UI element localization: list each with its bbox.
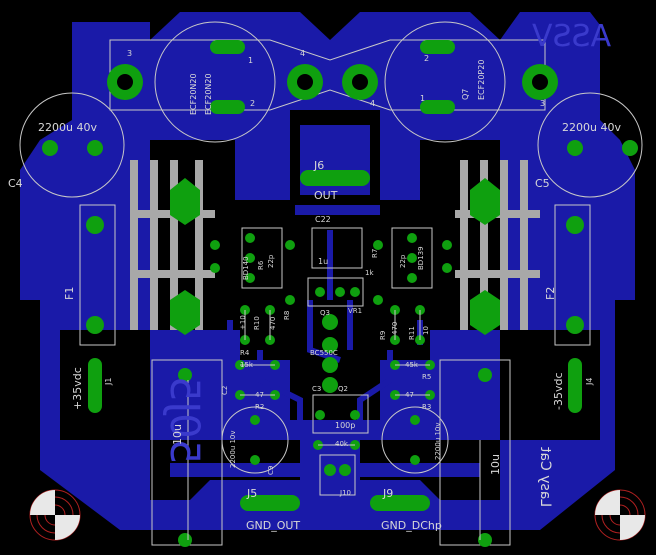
bd140-label: BD140 bbox=[242, 256, 250, 280]
fuse-outline-f2 bbox=[554, 204, 591, 346]
c22-label: C22 bbox=[315, 215, 331, 224]
f2-label: F2 bbox=[544, 286, 557, 300]
one-k-label: 1k bbox=[365, 269, 374, 277]
r470-right-value: 470 bbox=[391, 321, 399, 335]
j10-outline bbox=[319, 454, 356, 496]
c9-label: C9 bbox=[267, 465, 275, 475]
pin3-left: 3 bbox=[127, 49, 133, 58]
k15-value: 15k bbox=[240, 361, 253, 369]
p22-right-label: 22p bbox=[399, 254, 407, 268]
r4-label: R4 bbox=[240, 349, 250, 357]
cap-10v-right-value: 2200u 10v bbox=[434, 422, 442, 460]
cap-outline-c10 bbox=[381, 406, 449, 474]
designer-text: Lasy Cat bbox=[537, 446, 554, 508]
transistor-outline-bd140 bbox=[241, 227, 283, 289]
c3-label: C3 bbox=[312, 385, 322, 393]
copper-trace-mid bbox=[295, 205, 380, 215]
transistor-outline-right bbox=[384, 21, 506, 143]
cap-outline-c9 bbox=[221, 406, 289, 474]
pin1-left: 1 bbox=[248, 56, 254, 65]
cap-left-value: 2200u 40v bbox=[38, 121, 97, 134]
pin2-right: 2 bbox=[424, 54, 430, 63]
c2-label: C2 bbox=[221, 385, 229, 395]
r47-right-value: 47 bbox=[405, 391, 414, 399]
p22-left-label: 22p bbox=[267, 254, 275, 268]
pin1-right: 1 bbox=[420, 94, 426, 103]
pads-oval bbox=[88, 40, 582, 511]
c22-value: 1u bbox=[318, 257, 329, 266]
transistor-outline-left bbox=[154, 21, 276, 143]
r2-label: R2 bbox=[255, 403, 265, 411]
j6-label: J6 bbox=[314, 159, 325, 172]
r10-left-value: +10 bbox=[239, 315, 247, 330]
r8-label: R8 bbox=[283, 310, 291, 320]
c5-label: C5 bbox=[535, 177, 550, 190]
u10-left-value: 10u bbox=[171, 424, 184, 445]
silk-parts bbox=[187, 310, 481, 540]
silkscreen-outlines bbox=[19, 21, 643, 546]
cap-right-value: 2200u 40v bbox=[562, 121, 621, 134]
gnd-out-label: GND_OUT bbox=[246, 519, 301, 532]
j5-label: J5 bbox=[247, 487, 258, 500]
k40-value: 40k bbox=[335, 440, 348, 448]
r9-label: R9 bbox=[379, 330, 387, 340]
j4-label: J4 bbox=[585, 377, 594, 385]
q-right-part: ECF20P20 bbox=[477, 59, 486, 100]
vr1-outline bbox=[307, 277, 364, 307]
fuse-outline-f1 bbox=[79, 204, 116, 346]
q3-label: Q3 bbox=[320, 309, 330, 317]
cap-10v-left-value: 2200u 10v bbox=[229, 430, 237, 468]
pads-large bbox=[170, 178, 500, 335]
pin3-right: 3 bbox=[540, 99, 546, 108]
r10-right-value: 10 bbox=[422, 326, 430, 335]
vr1-label: VR1 bbox=[348, 307, 363, 315]
out-label: OUT bbox=[314, 189, 338, 202]
q-left-part: ECF20N20 bbox=[189, 73, 198, 115]
cap-outline-c22 bbox=[311, 227, 363, 269]
c4-label: C4 bbox=[8, 177, 23, 190]
cap-outline-100p bbox=[312, 394, 369, 434]
r5-label: R5 bbox=[422, 373, 432, 381]
c100p-value: 100p bbox=[335, 421, 356, 430]
r10-label: R10 bbox=[253, 316, 261, 330]
q2-label: Q2 bbox=[338, 385, 348, 393]
plus35-label: +35vdc bbox=[71, 367, 84, 410]
bd139-label: BD139 bbox=[417, 246, 425, 270]
r7-label: R7 bbox=[371, 248, 379, 258]
copper-cutout-left bbox=[60, 330, 150, 440]
r3-label: R3 bbox=[422, 403, 432, 411]
pin2-left: 2 bbox=[250, 99, 256, 108]
r11-label: R11 bbox=[408, 326, 416, 340]
cap-outline-10u-right bbox=[439, 359, 511, 546]
pin4-right: 4 bbox=[370, 99, 376, 108]
brand-text: ASSV bbox=[532, 19, 612, 54]
minus35-label: -35vdc bbox=[552, 372, 565, 410]
cap-outline-c4 bbox=[19, 92, 125, 198]
pin4-left: 4 bbox=[300, 49, 306, 58]
board-number-text: 50J5 bbox=[161, 375, 208, 465]
u10-right-value: 10u bbox=[489, 454, 502, 475]
j1-label: J1 bbox=[104, 377, 113, 385]
k45-value: 45k bbox=[405, 361, 418, 369]
mount-hole-right bbox=[594, 489, 646, 541]
gnd-dc-label: GND_DChp bbox=[381, 519, 442, 532]
q7-label: Q7 bbox=[461, 88, 470, 100]
mount-hole-left bbox=[29, 489, 81, 541]
f1-label: F1 bbox=[63, 286, 76, 300]
r6-label: R6 bbox=[257, 260, 265, 270]
transistor-outline-bd139 bbox=[391, 227, 433, 289]
q-left-part2: ECF20N20 bbox=[204, 73, 213, 115]
pads-small bbox=[42, 140, 638, 547]
copper-cutout-right bbox=[500, 330, 600, 440]
bc550c-label: BC550C bbox=[310, 349, 338, 357]
j9-label: J9 bbox=[383, 487, 394, 500]
cap-outline-c5 bbox=[537, 92, 643, 198]
j10-label: J10 bbox=[340, 489, 351, 497]
r470-left-value: 470 bbox=[269, 316, 277, 330]
copper-cutout-center bbox=[150, 110, 500, 420]
r47-left-value: 47 bbox=[255, 391, 264, 399]
pads-round-large bbox=[107, 64, 558, 100]
